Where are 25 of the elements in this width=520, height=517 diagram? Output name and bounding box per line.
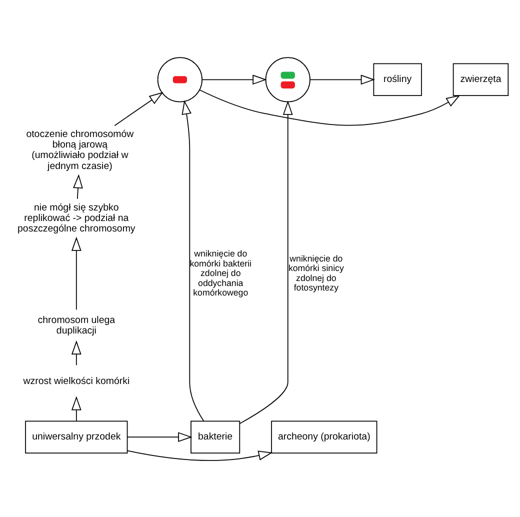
arrow [114, 92, 164, 126]
arrow [202, 74, 267, 84]
node-box: rośliny [373, 62, 422, 96]
edge-label: wniknięcie do komórki sinicy zdolnej do fotosyntezy [288, 252, 344, 292]
arrow [71, 340, 82, 366]
node-box: uniwersalny przodek [25, 420, 128, 453]
arrow [310, 74, 375, 84]
node-text: otoczenie chromosomów błoną jarową (umożliwiało podział w jednym czasie) [26, 128, 134, 172]
arrow [71, 236, 82, 310]
node-box: archeony (prokariota) [271, 420, 378, 453]
arrow [73, 174, 83, 199]
arrow [126, 432, 192, 442]
arrow [182, 100, 204, 421]
node-text: nie mógł się szybko replikować -> podział na poszczególne chromosomy [18, 202, 136, 234]
node-circle [157, 56, 202, 102]
node-box: bakterie [190, 420, 240, 453]
arrow [71, 396, 82, 421]
arrow [239, 100, 293, 424]
arrow [199, 89, 460, 126]
node-circle [265, 56, 310, 102]
edge-label: wniknięcie do komórki bakterii zdolnej do oddychania komórkowego [190, 248, 252, 298]
arrow [126, 450, 273, 460]
node-box: zwierzęta [452, 62, 509, 96]
node-text: chromosom ulega duplikacji [38, 314, 116, 336]
node-text: wzrost wielkości komórki [23, 375, 130, 386]
